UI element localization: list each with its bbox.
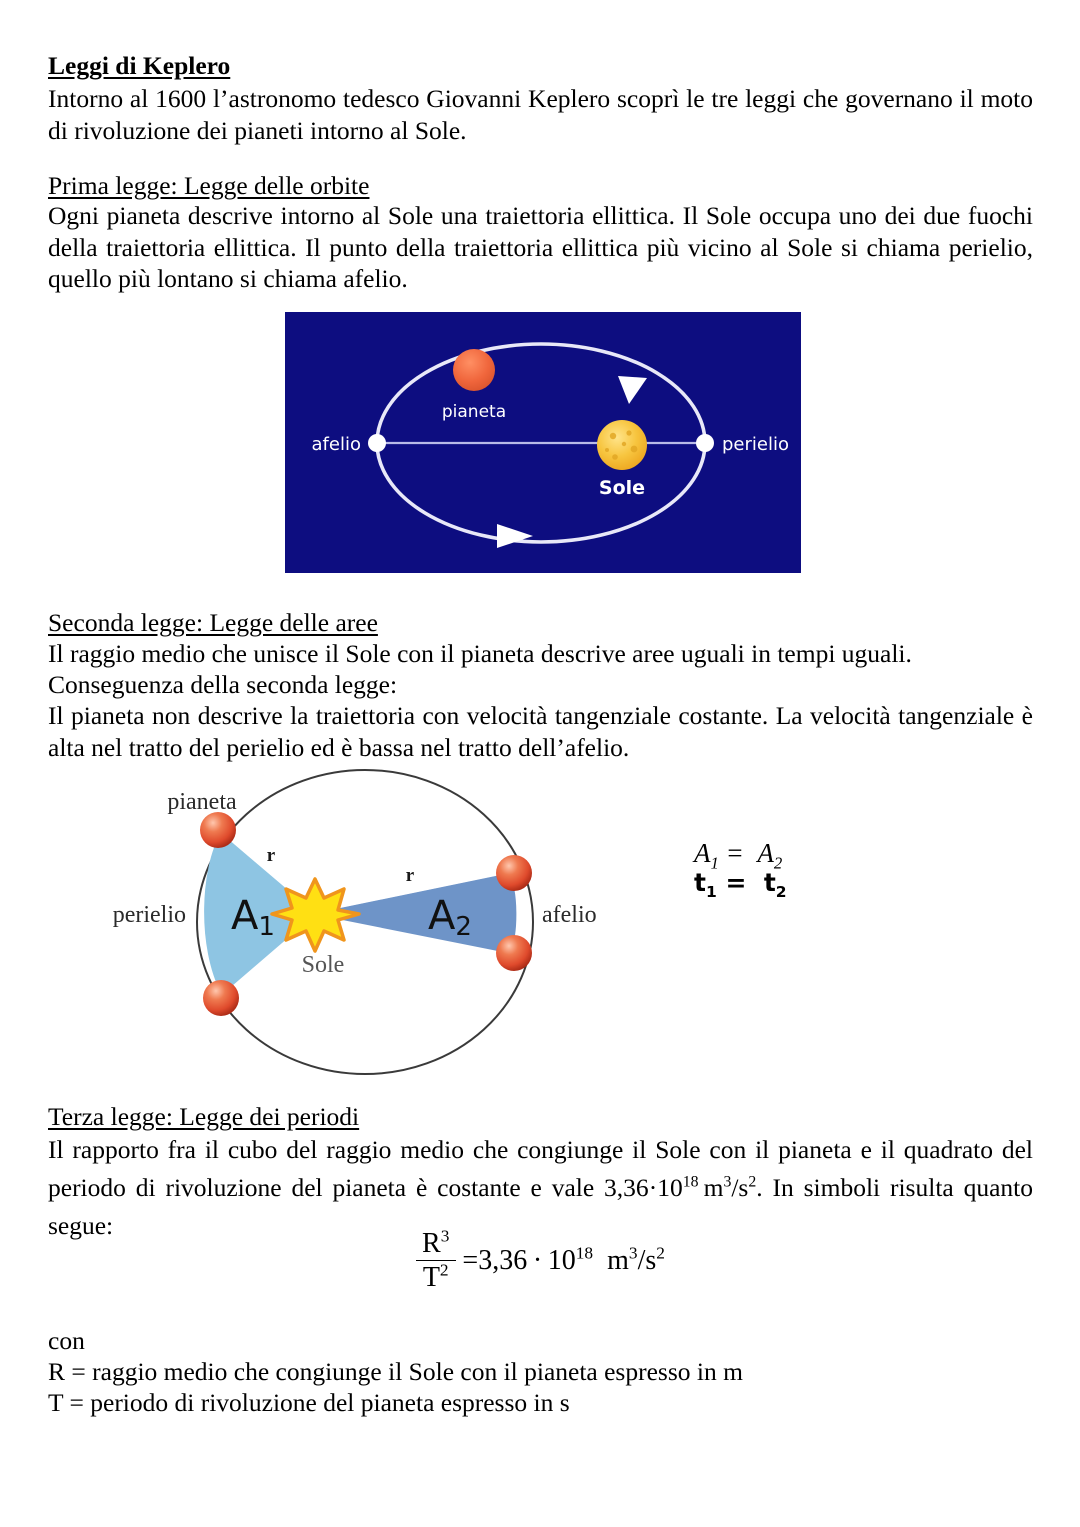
- label-pianeta: pianeta: [167, 789, 237, 815]
- first-law-body: Ogni pianeta descrive intorno al Sole un…: [48, 201, 1033, 293]
- formula-denominator: T2: [415, 1260, 456, 1294]
- label-area-a1: A1: [231, 893, 275, 942]
- equation-areas-equality: A1 = A2: [694, 838, 894, 871]
- formula-coefficient: 3,36: [478, 1244, 528, 1276]
- formula-denominator-base: T: [422, 1262, 440, 1294]
- eq-t1-subscript: 1: [705, 883, 717, 901]
- second-law-line-2: Conseguenza della seconda legge:: [48, 670, 398, 699]
- label-sole: Sole: [599, 477, 645, 499]
- third-law-power-base: 10: [657, 1173, 683, 1202]
- eq-a2-symbol: A: [757, 838, 774, 868]
- label-perielio: perielio: [113, 902, 186, 928]
- eq-areas-equals: =: [725, 838, 744, 868]
- sun-speckle: [605, 448, 609, 452]
- legend-R-definition: R = raggio medio che congiunge il Sole c…: [48, 1357, 743, 1386]
- third-law-body-part-2: . In simboli risulta quanto segue:: [48, 1173, 1033, 1240]
- aphelion-node-icon: [368, 434, 386, 452]
- label-afelio: afelio: [312, 434, 361, 455]
- third-law-body: Il rapporto fra il cubo del raggio medio…: [48, 1131, 1033, 1245]
- planet-sphere-perihelion-bottom: [203, 980, 239, 1016]
- formula-fraction: R3 T2: [415, 1226, 456, 1294]
- planet-sphere-aphelion-bottom: [496, 935, 532, 971]
- eq-a1-symbol: A: [694, 838, 711, 868]
- orbit-direction-arrow-lower-icon: [497, 524, 533, 548]
- sun-speckle: [609, 432, 617, 440]
- orbit-direction-arrow-upper-icon: [618, 376, 647, 404]
- label-radius-r2: r: [406, 865, 415, 886]
- eq-times-equals: =: [725, 868, 747, 897]
- intro-paragraph: Intorno al 1600 l’astronomo tedesco Giov…: [48, 84, 1033, 145]
- third-law-unit-second: /s: [731, 1173, 749, 1202]
- formula-power-exponent: 18: [575, 1243, 594, 1263]
- sun-starburst-icon: [270, 877, 361, 953]
- third-law-formula: R3 T2 =3,36 · 1018 m3/s2: [0, 1226, 1080, 1294]
- formula-middot: ·: [532, 1244, 543, 1276]
- third-law-unit-metre-exponent: 3: [723, 1173, 732, 1191]
- formula-denominator-exponent: 2: [439, 1261, 449, 1281]
- equation-times-equality: t1 = t2: [694, 868, 894, 901]
- planet-icon: [453, 349, 495, 391]
- formula-power-base: 10: [547, 1244, 576, 1276]
- sun-speckle: [621, 441, 627, 447]
- third-law-middot: ·: [648, 1173, 658, 1202]
- formula-right-hand-side: =3,36 · 1018 m3/s2: [462, 1243, 665, 1277]
- third-law-body-part-1: Il rapporto fra il cubo del raggio medio…: [48, 1135, 1033, 1202]
- formula-equals-sign: =: [462, 1244, 479, 1276]
- label-pianeta: pianeta: [442, 402, 506, 422]
- figure-equal-areas-second-law: A1 A2 r r pianeta perielio afelio Sole: [90, 757, 690, 1087]
- figure-orbit-first-law: pianeta afelio perielio Sole: [285, 312, 801, 573]
- formula-numerator-base: R: [422, 1228, 441, 1259]
- formula-unit-second-exponent: 2: [656, 1243, 665, 1263]
- legend-con: con: [48, 1326, 85, 1355]
- planet-sphere-perihelion-top: [200, 812, 236, 848]
- sun-speckle: [626, 430, 632, 436]
- label-radius-r1: r: [267, 845, 276, 866]
- formula-unit-metre-exponent: 3: [628, 1243, 638, 1263]
- first-law-heading: Prima legge: Legge delle orbite: [48, 171, 370, 200]
- page-title: Leggi di Keplero: [48, 51, 231, 80]
- eq-t1-symbol: t: [694, 868, 706, 897]
- third-law-unit-second-exponent: 2: [748, 1173, 757, 1191]
- third-law-unit-metre: m: [703, 1173, 724, 1202]
- eq-a2-subscript: 2: [773, 853, 783, 873]
- perihelion-node-icon: [696, 434, 714, 452]
- planet-sphere-aphelion-top: [496, 855, 532, 891]
- sun-speckle: [612, 454, 618, 460]
- eq-t2-symbol: t: [763, 868, 776, 897]
- sun-speckle: [630, 445, 638, 453]
- formula-unit-metre: m: [607, 1244, 629, 1276]
- eq-a1-subscript: 1: [710, 853, 719, 873]
- formula-unit-second: /s: [637, 1244, 657, 1276]
- radius-line-r2: [314, 873, 510, 915]
- second-law-heading: Seconda legge: Legge delle aree: [48, 608, 378, 637]
- label-sole: Sole: [302, 952, 345, 978]
- second-law-line-3: Il pianeta non descrive la traiettoria c…: [48, 701, 1033, 762]
- sun-icon: [597, 420, 647, 470]
- third-law-power-exponent: 18: [682, 1173, 699, 1191]
- label-perielio: perielio: [722, 434, 789, 455]
- formula-numerator: R3: [415, 1226, 456, 1260]
- label-area-a2: A2: [428, 893, 472, 942]
- legend-T-definition: T = periodo di rivoluzione del pianeta e…: [48, 1388, 570, 1417]
- orbit-ellipse: [196, 769, 534, 1075]
- label-afelio: afelio: [542, 902, 597, 928]
- formula-numerator-exponent: 3: [440, 1226, 450, 1246]
- third-law-heading: Terza legge: Legge dei periodi: [48, 1102, 360, 1131]
- eq-t2-subscript: 2: [775, 883, 787, 901]
- second-law-line-1: Il raggio medio che unisce il Sole con i…: [48, 639, 912, 668]
- equal-areas-equations: A1 = A2 t1 = t2: [694, 838, 894, 901]
